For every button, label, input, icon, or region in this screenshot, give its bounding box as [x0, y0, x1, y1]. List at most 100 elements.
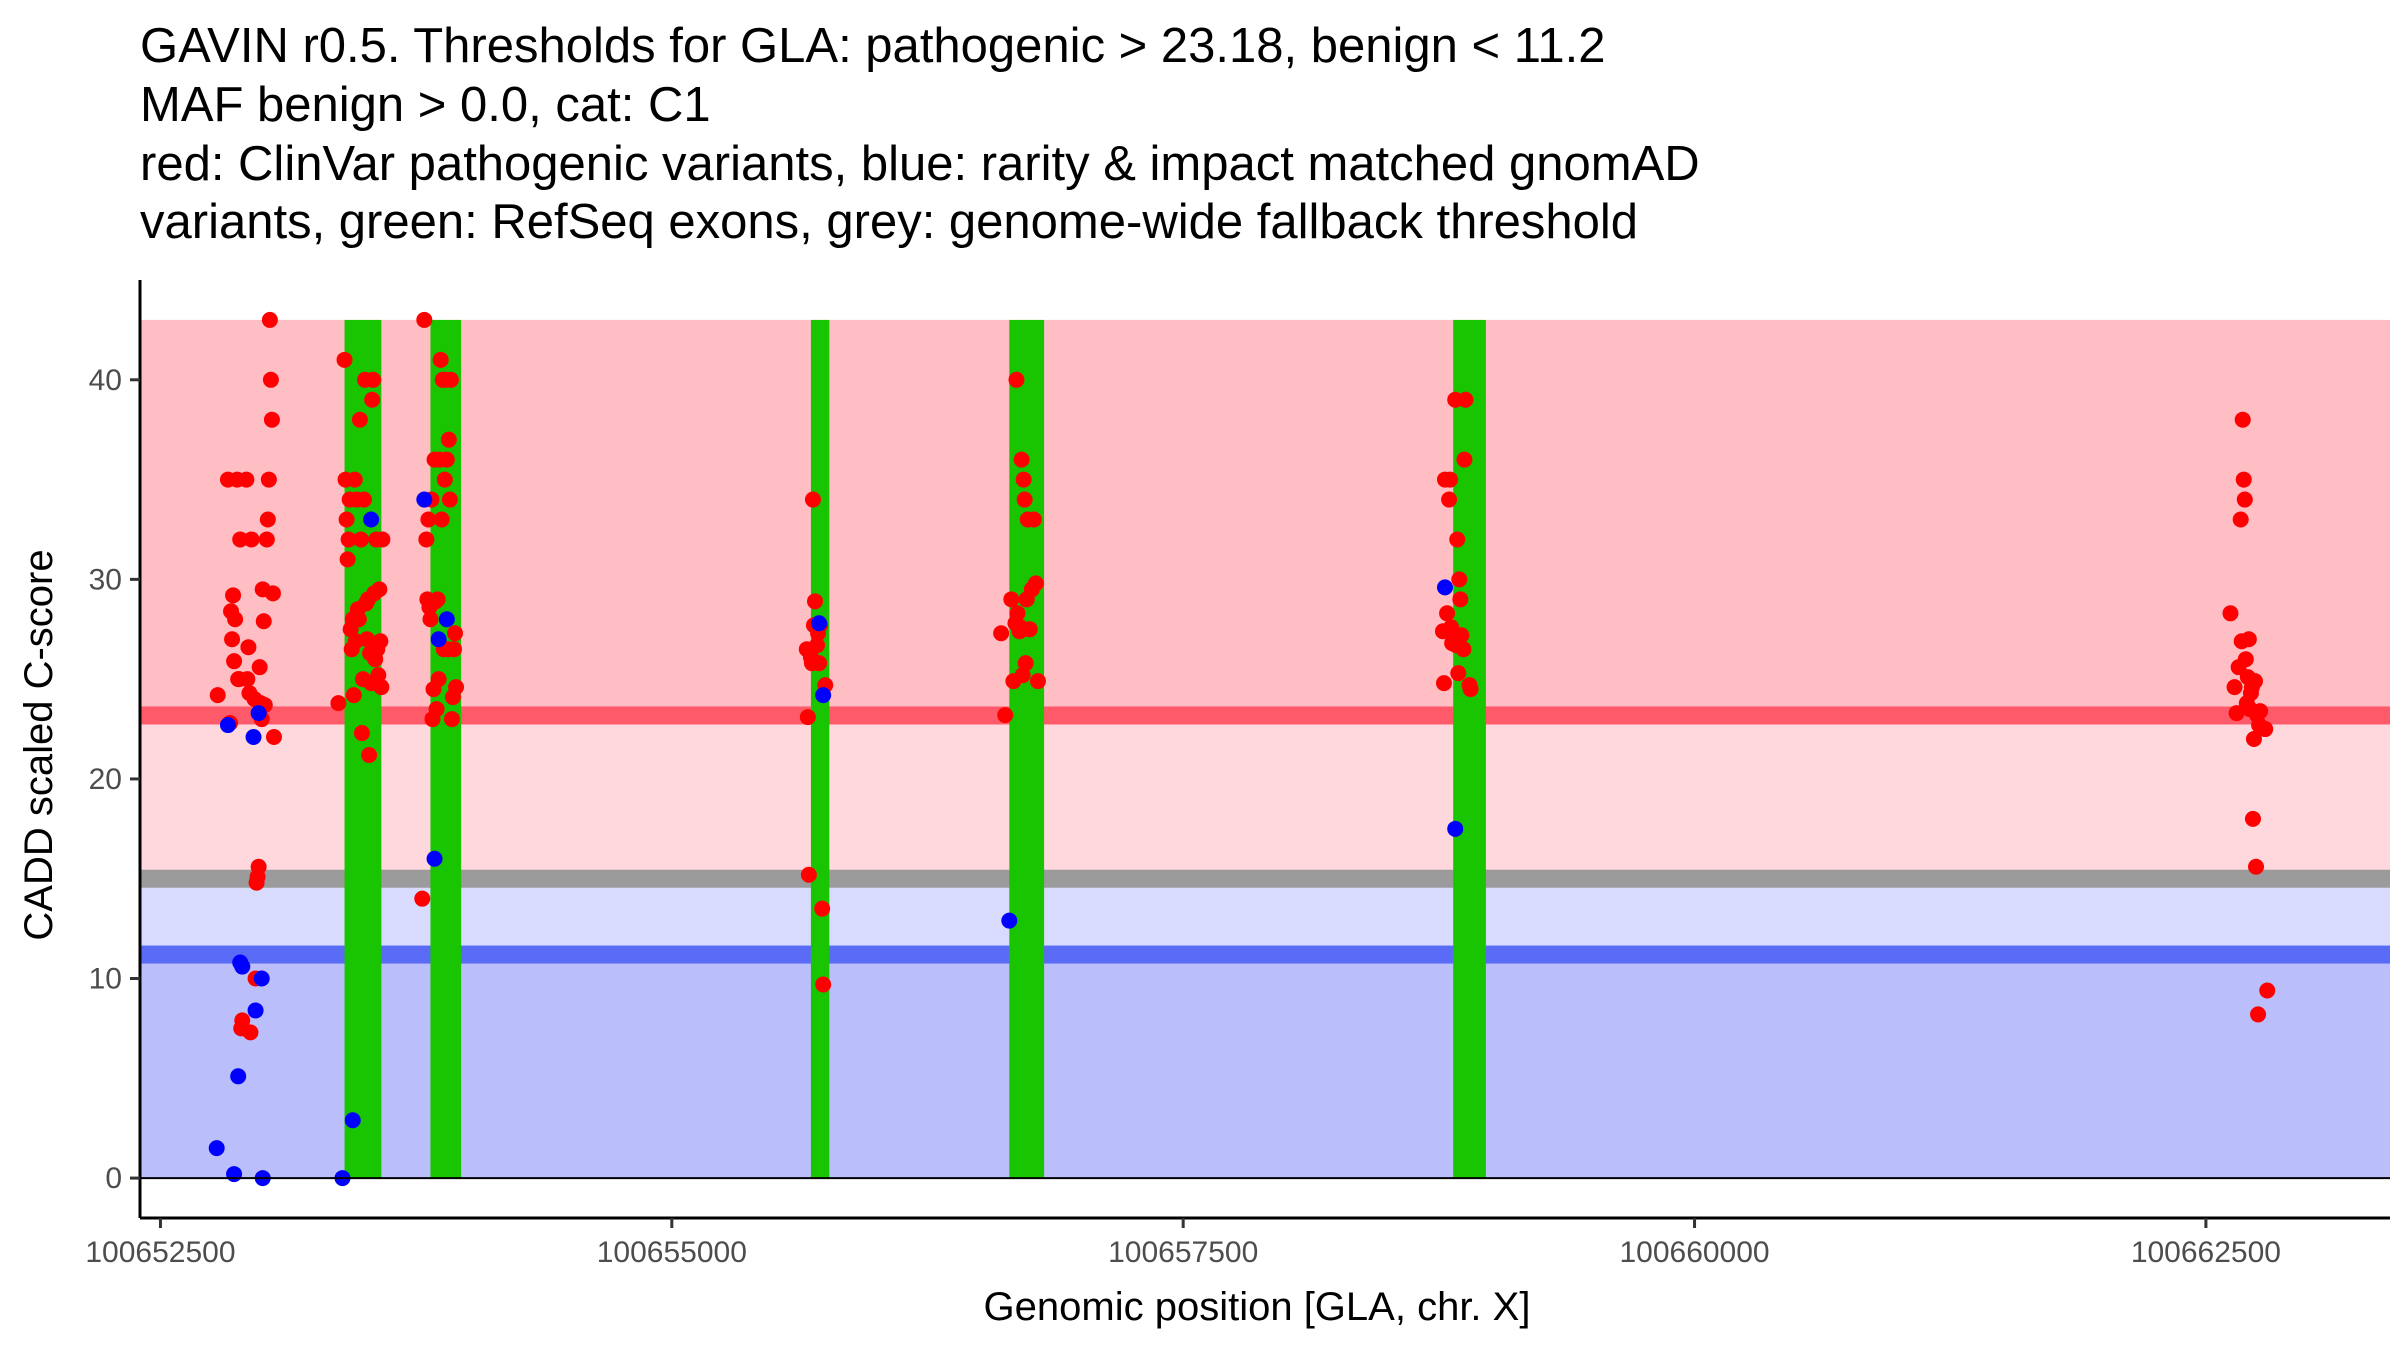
y-tick-label: 20: [89, 763, 122, 796]
pathogenic-variant-point: [336, 351, 353, 368]
pathogenic-variant-point: [2252, 703, 2269, 720]
gnomad-variant-point: [226, 1166, 243, 1183]
gnomad-variant-point: [438, 611, 455, 628]
pathogenic-variant-point: [1451, 571, 1468, 588]
pathogenic-variant-point: [993, 625, 1010, 642]
pathogenic-variant-point: [330, 695, 347, 712]
pathogenic-variant-point: [997, 707, 1014, 724]
pathogenic-variant-point: [2250, 1006, 2267, 1023]
pathogenic-variant-point: [2257, 721, 2274, 738]
gnomad-variant-point: [245, 729, 262, 746]
gnomad-variant-point: [253, 970, 270, 987]
y-tick-label: 40: [89, 364, 122, 397]
pathogenic-variant-point: [2234, 411, 2251, 428]
pathogenic-variant-point: [361, 746, 378, 763]
pathogenic-variant-point: [259, 511, 276, 528]
pathogenic-variant-point: [364, 391, 381, 408]
pathogenic-variant-point: [440, 431, 457, 448]
pathogenic-variant-point: [442, 371, 459, 388]
pathogenic-variant-point: [1452, 591, 1469, 608]
y-axis-title: CADD scaled C-score: [17, 549, 61, 940]
pathogenic-variant-point: [234, 1012, 251, 1029]
pathogenic-variant-point: [438, 451, 455, 468]
pathogenic-variant-point: [258, 531, 275, 548]
pathogenic-variant-point: [224, 631, 241, 648]
pathogenic-variant-point: [239, 671, 256, 688]
gnomad-variant-point: [250, 705, 267, 722]
pathogenic-variant-point: [242, 1024, 259, 1041]
pathogenic-variant-point: [799, 709, 816, 726]
gnomad-variant-point: [1437, 579, 1453, 596]
chart-title-line-2: MAF benign > 0.0, cat: C1: [140, 78, 711, 132]
pathogenic-variant-point: [1027, 575, 1044, 592]
pathogenic-variant-point: [433, 511, 450, 528]
pathogenic-variant-point: [373, 679, 390, 696]
pathogenic-threshold-line: [140, 706, 2390, 725]
pathogenic-variant-point: [359, 631, 376, 648]
pathogenic-variant-point: [1015, 471, 1032, 488]
pathogenic-variant-point: [804, 491, 821, 508]
pathogenic-variant-point: [443, 711, 460, 728]
pathogenic-variant-point: [2235, 471, 2252, 488]
pathogenic-variant-point: [340, 531, 357, 548]
pathogenic-variant-point: [1029, 673, 1046, 690]
pathogenic-variant-point: [2259, 982, 2276, 999]
y-tick-label: 0: [105, 1162, 122, 1195]
pathogenic-variant-point: [371, 581, 388, 598]
pathogenic-variant-point: [1457, 391, 1474, 408]
pathogenic-variant-point: [226, 653, 243, 670]
pathogenic-variant-point: [811, 655, 828, 672]
pathogenic-variant-point: [447, 625, 463, 642]
pathogenic-variant-point: [422, 611, 439, 628]
gnomad-variant-point: [1001, 912, 1018, 929]
pathogenic-variant-point: [2237, 651, 2254, 668]
pathogenic-variant-point: [265, 729, 282, 746]
benign-threshold-line: [140, 945, 2390, 964]
x-tick-label: 100657500: [1108, 1236, 1258, 1269]
gnomad-variant-point: [815, 687, 832, 704]
gnomad-variant-point: [1447, 820, 1464, 837]
pathogenic-variant-point: [227, 611, 244, 628]
pathogenic-variant-point: [243, 531, 260, 548]
pathogenic-variant-point: [346, 471, 363, 488]
pathogenic-variant-point: [374, 531, 391, 548]
exon-bar: [344, 319, 382, 1179]
x-axis-title: Genomic position [GLA, chr. X]: [984, 1285, 1531, 1329]
pathogenic-variant-point: [345, 687, 362, 704]
gnomad-variant-point: [247, 1002, 264, 1019]
pathogenic-variant-point: [2247, 673, 2263, 690]
pathogenic-variant-point: [372, 633, 389, 650]
pathogenic-variant-point: [255, 613, 272, 630]
gnomad-variant-point: [234, 958, 251, 975]
pathogenic-variant-point: [251, 659, 268, 676]
pathogenic-variant-point: [1016, 491, 1033, 508]
pathogenic-variant-point: [420, 511, 437, 528]
pathogenic-variant-point: [365, 371, 382, 388]
gnomad-variant-point: [430, 631, 447, 648]
benign-uncertain-zone: [140, 878, 2390, 955]
pathogenic-variant-point: [414, 890, 431, 907]
pathogenic-uncertain-zone: [140, 715, 2390, 879]
pathogenic-variant-point: [2244, 810, 2261, 827]
gnomad-variant-point: [363, 511, 380, 528]
gnomad-variant-point: [208, 1140, 225, 1157]
pathogenic-variant-point: [1439, 605, 1456, 622]
pathogenic-variant-point: [430, 671, 447, 688]
pathogenic-variant-point: [339, 551, 356, 568]
exon-bar: [430, 319, 462, 1179]
pathogenic-variant-point: [814, 900, 831, 917]
gnomad-variant-point: [426, 850, 443, 867]
pathogenic-variant-point: [355, 491, 372, 508]
chart-title-line-3: red: ClinVar pathogenic variants, blue: …: [140, 137, 1700, 191]
y-tick-label: 30: [89, 563, 122, 596]
x-tick-label: 100655000: [597, 1236, 747, 1269]
benign-zone: [140, 954, 2390, 1179]
x-tick-label: 100652500: [85, 1236, 235, 1269]
pathogenic-variant-point: [352, 531, 369, 548]
pathogenic-variant-point: [350, 611, 367, 628]
pathogenic-variant-point: [800, 866, 817, 883]
pathogenic-variant-point: [428, 701, 445, 718]
gnomad-variant-point: [230, 1068, 247, 1085]
pathogenic-variant-point: [353, 725, 370, 742]
